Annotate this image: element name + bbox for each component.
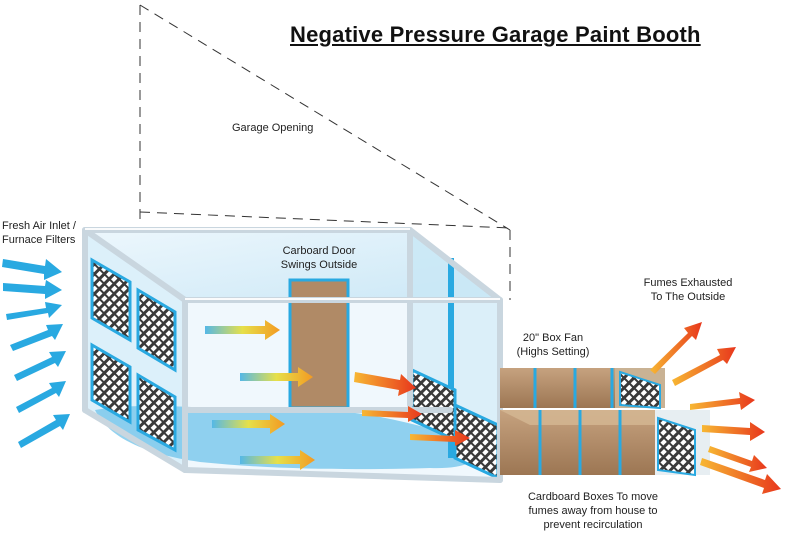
door-label-line1: Carboard Door xyxy=(282,245,356,257)
fumes-label-line2: To The Outside xyxy=(650,291,726,303)
door-label-line2: Swings Outside xyxy=(280,259,358,271)
boxes-label-line2: fumes away from house to xyxy=(528,505,658,517)
furnace-filter-icon xyxy=(90,257,177,453)
garage-opening-label: Garage Opening xyxy=(232,122,314,134)
fan-label-line1: 20" Box Fan xyxy=(522,332,584,344)
fresh-air-label-line2: Furnace Filters xyxy=(2,234,76,246)
floor-spill xyxy=(95,405,480,470)
box-fan-icon xyxy=(410,367,500,481)
page-title: Negative Pressure Garage Paint Booth xyxy=(290,22,701,47)
fumes-label-line1: Fumes Exhausted xyxy=(643,277,733,289)
cardboard-ducts xyxy=(500,368,710,477)
fresh-air-label-line1: Fresh Air Inlet / xyxy=(2,220,76,232)
fan-intake-arrows xyxy=(354,372,470,446)
garage-opening-outline xyxy=(139,4,511,300)
exhaust-arrow-icon xyxy=(650,322,781,494)
inlet-arrow-icon xyxy=(2,259,70,448)
fan-label-line2: (Highs Setting) xyxy=(516,346,590,358)
interior-airflow xyxy=(205,320,315,470)
boxes-label-line3: prevent recirculation xyxy=(543,519,643,531)
boxes-label-line1: Cardboard Boxes To move xyxy=(527,491,659,503)
